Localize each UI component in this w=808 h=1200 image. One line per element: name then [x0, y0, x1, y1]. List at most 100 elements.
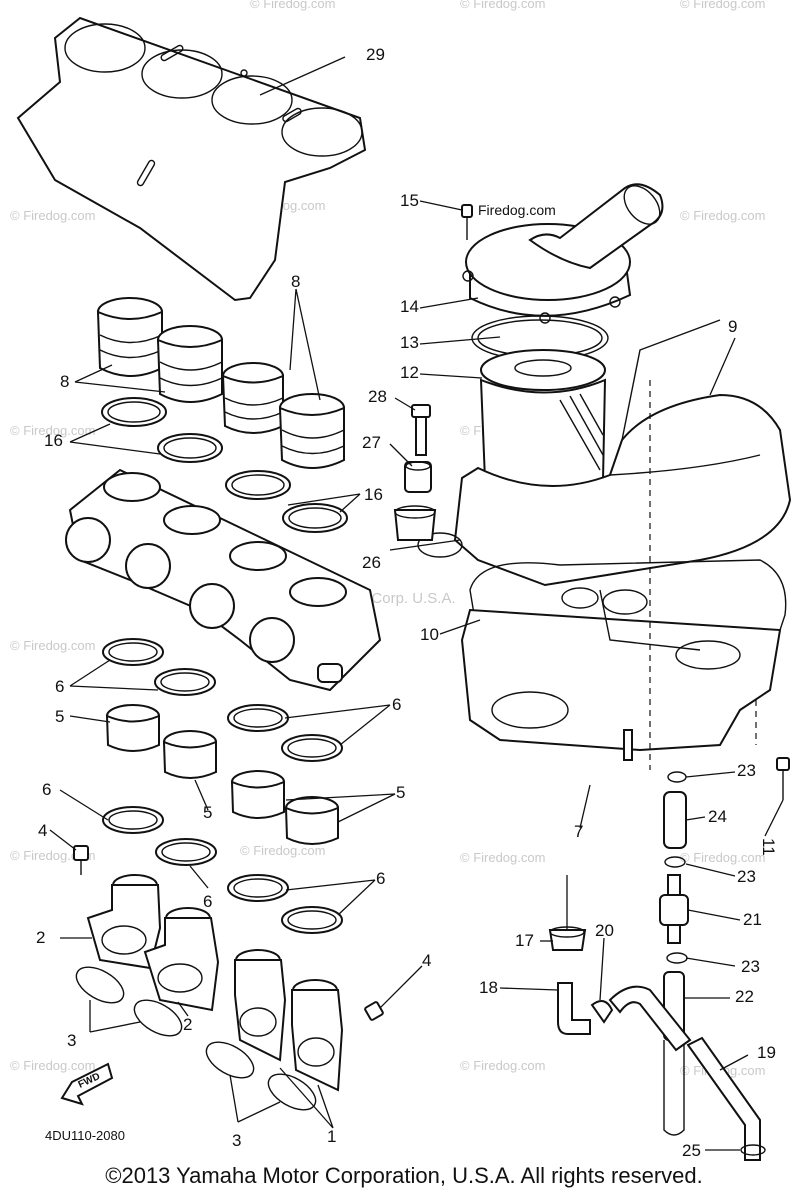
- watermark: © Firedog.com: [680, 0, 765, 11]
- part-16-clamps: [101, 397, 348, 533]
- callout-23: 23: [737, 761, 756, 780]
- part-16-clamp: [157, 433, 223, 463]
- part-23-clip: [666, 952, 688, 964]
- part-11-screw: [776, 757, 790, 800]
- watermark: © Firedog.com: [10, 423, 95, 438]
- part-8-intake-boots: [96, 297, 345, 469]
- watermark: © Firedog.com: [680, 208, 765, 223]
- part-4-bolt: [73, 845, 89, 875]
- part-8-boot: [278, 393, 345, 469]
- copyright-notice: ©2013 Yamaha Motor Corporation, U.S.A. A…: [105, 1163, 703, 1188]
- callout-21: 21: [743, 910, 762, 929]
- callout-6: 6: [203, 892, 212, 911]
- part-28-bolt: [411, 404, 431, 456]
- callout-8: 8: [291, 272, 300, 291]
- part-10-gasket: [469, 559, 787, 661]
- part-19-hose: [686, 1036, 761, 1161]
- callout-29: 29: [366, 45, 385, 64]
- callout-1: 1: [327, 1127, 336, 1146]
- callout-17: 17: [515, 931, 534, 950]
- part-8-boot: [221, 362, 284, 434]
- part-7-air-box-lower: [460, 587, 782, 761]
- part-15-screw: [461, 204, 473, 240]
- brand-label: Firedog.com: [478, 202, 556, 218]
- part-12-air-filter-element: [479, 349, 607, 494]
- part-5-joints: [105, 704, 339, 845]
- part-25-clip: [740, 1144, 766, 1156]
- watermark: © Firedog.com: [10, 208, 95, 223]
- callout-15: 15: [400, 191, 419, 210]
- part-4-bolt: [364, 1001, 384, 1021]
- callout-3: 3: [232, 1131, 241, 1150]
- callout-25: 25: [682, 1141, 701, 1160]
- callout-8: 8: [60, 372, 69, 391]
- callout-14: 14: [400, 297, 419, 316]
- callout-6: 6: [55, 677, 64, 696]
- callout-6: 6: [376, 869, 385, 888]
- callout-3: 3: [67, 1031, 76, 1050]
- part-17-grommet: [548, 926, 587, 951]
- callout-16: 16: [44, 431, 63, 450]
- callout-23: 23: [737, 867, 756, 886]
- callout-4: 4: [38, 821, 47, 840]
- callout-5: 5: [203, 803, 212, 822]
- watermark: © Firedog.com: [250, 0, 335, 11]
- callout-24: 24: [708, 807, 727, 826]
- watermark: © Firedog.com: [460, 1058, 545, 1073]
- watermark: © Firedog.com: [680, 850, 765, 865]
- watermark: © Firedog.com: [460, 0, 545, 11]
- callout-10: 10: [420, 625, 439, 644]
- part-2-manifold: [291, 979, 344, 1092]
- callout-4: 4: [422, 951, 431, 970]
- callout-2: 2: [183, 1015, 192, 1034]
- callout-18: 18: [479, 978, 498, 997]
- part-24-hose: [663, 791, 687, 849]
- part-20-hose-clamp: [590, 1000, 614, 1024]
- part-16-clamp: [282, 503, 348, 533]
- callout-28: 28: [368, 387, 387, 406]
- watermark: © Firedog.com: [10, 1058, 95, 1073]
- callout-numbers: 29 15 14 13 12 9 8 8 28 27 26 16 16 10 6…: [36, 45, 778, 1160]
- callout-26: 26: [362, 553, 381, 572]
- callout-11: 11: [759, 838, 778, 856]
- callout-7: 7: [574, 822, 583, 841]
- part-23-clip: [667, 771, 687, 783]
- part-23-clip: [664, 856, 686, 868]
- callout-27: 27: [362, 433, 381, 452]
- callout-5: 5: [396, 783, 405, 802]
- part-16-clamp: [225, 470, 291, 500]
- fwd-arrow-icon: FWD: [60, 1062, 114, 1106]
- watermark: © Firedog.com: [460, 850, 545, 865]
- callout-6: 6: [392, 695, 401, 714]
- part-29-heat-shield: [16, 16, 367, 302]
- callout-19: 19: [757, 1043, 776, 1062]
- callout-12: 12: [400, 363, 419, 382]
- part-20-hose: [608, 985, 692, 1052]
- watermark: © Firedog.com: [240, 843, 325, 858]
- part-26-grommet: [393, 505, 437, 541]
- callout-9: 9: [728, 317, 737, 336]
- part-9-air-box: [417, 319, 792, 587]
- part-8-boot: [96, 297, 163, 377]
- callout-23: 23: [741, 957, 760, 976]
- callout-13: 13: [400, 333, 419, 352]
- watermark: © Firedog.com: [10, 638, 95, 653]
- part-18-elbow: [557, 982, 591, 1035]
- carburetor-assembly: [65, 468, 382, 692]
- callout-20: 20: [595, 921, 614, 940]
- callout-16: 16: [364, 485, 383, 504]
- part-3-gaskets: [75, 966, 317, 1111]
- part-14-air-cleaner-cover: [462, 183, 664, 324]
- part-16-clamp: [101, 397, 167, 427]
- part-2-manifold: [234, 949, 287, 1062]
- callout-6: 6: [42, 780, 51, 799]
- leader-lines: [49, 56, 784, 1151]
- callout-22: 22: [735, 987, 754, 1006]
- callout-5: 5: [55, 707, 64, 726]
- diagram-code: 4DU110-2080: [45, 1128, 125, 1143]
- part-22-hose: [663, 971, 685, 1136]
- callout-2: 2: [36, 928, 45, 947]
- part-27-collar: [404, 461, 432, 493]
- part-2-manifold: [86, 874, 162, 970]
